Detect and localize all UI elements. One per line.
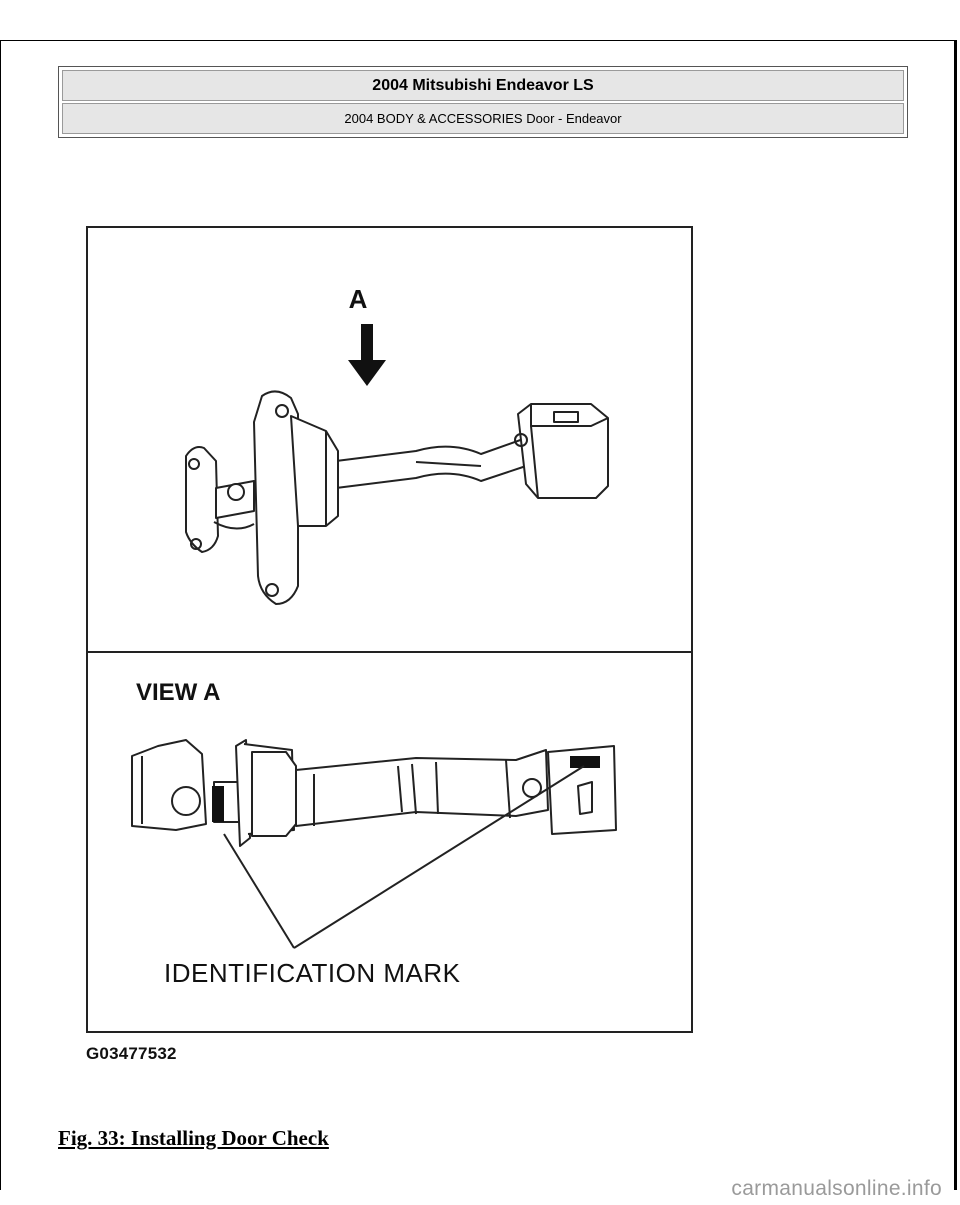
figure-frame — [86, 226, 693, 1033]
page-frame — [0, 40, 957, 1190]
view-arrow-icon — [348, 324, 386, 386]
document-subtitle: 2004 BODY & ACCESSORIES Door - Endeavor — [62, 103, 904, 134]
identification-mark-label: IDENTIFICATION MARK — [164, 958, 461, 988]
left-identification-mark — [212, 786, 224, 822]
watermark: carmanualsonline.info — [731, 1176, 942, 1200]
door-check-illustration: A — [86, 226, 694, 1034]
right-identification-mark — [570, 756, 600, 768]
arrow-label: A — [349, 284, 368, 314]
document-title: 2004 Mitsubishi Endeavor LS — [62, 70, 904, 101]
view-label: VIEW A — [136, 679, 220, 706]
figure-caption: Fig. 33: Installing Door Check — [58, 1126, 329, 1150]
door-check-perspective — [185, 390, 609, 605]
identification-leader-lines — [223, 765, 585, 949]
figure-code: G03477532 — [86, 1044, 177, 1063]
document-header: 2004 Mitsubishi Endeavor LS 2004 BODY & … — [58, 66, 908, 138]
